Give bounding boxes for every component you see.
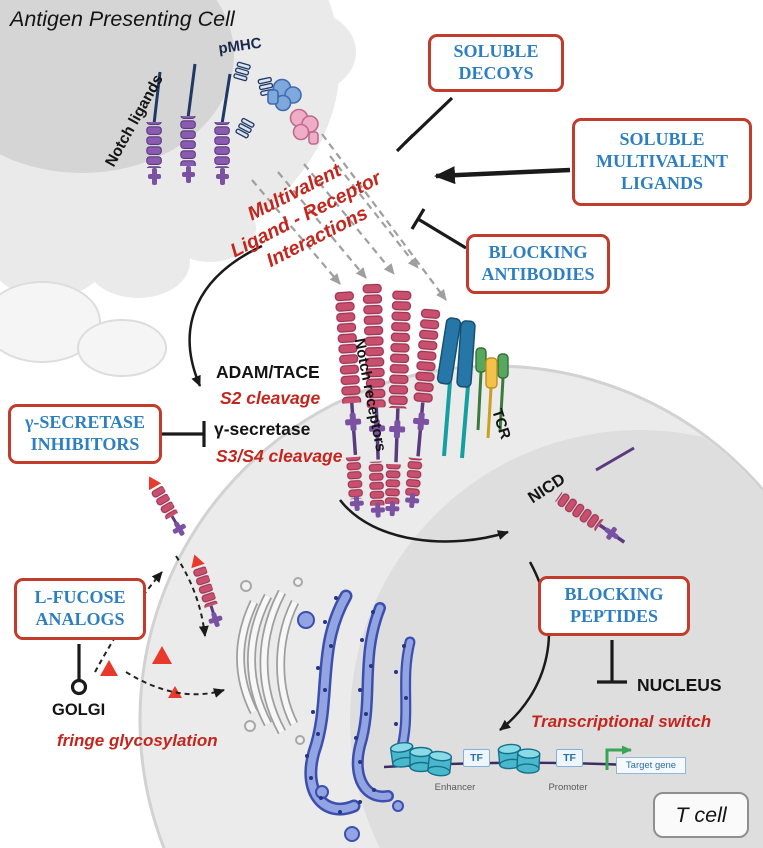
mhc-pink-cluster-icon <box>289 108 319 145</box>
apc-cell-label: Antigen Presenting Cell <box>10 7 235 31</box>
recycling-dashed-arrows <box>94 555 225 698</box>
nucleosome-icons <box>389 742 541 777</box>
multivalent-ligands-arrow <box>434 166 571 185</box>
fringe-glycosylation-label: fringe glycosylation <box>57 731 218 750</box>
blocking-peptides-box: BLOCKING PEPTIDES <box>538 576 690 636</box>
ribosome-dots <box>305 596 408 814</box>
recycling-notch-fragment-icons <box>149 476 223 628</box>
tf-enhancer-box: TF <box>463 749 490 767</box>
soluble-decoys-box: SOLUBLE DECOYS <box>428 34 564 92</box>
apc-cell-shape <box>0 0 356 377</box>
notch-receptor-icons <box>334 283 441 518</box>
golgi-label: GOLGI <box>52 701 106 719</box>
golgi-icon <box>236 577 305 745</box>
adam-tace-label: ADAM/TACE <box>216 362 320 382</box>
transcription-start-arrow <box>605 745 632 770</box>
nicd-release-arrow <box>339 499 509 543</box>
t-cell-label: T cell <box>653 792 749 838</box>
gamma-secretase-label: γ-secretase <box>214 419 311 439</box>
l-fucose-connector-circle <box>70 678 88 696</box>
promoter-label: Promoter <box>548 782 588 793</box>
tf-promoter-box: TF <box>556 749 583 767</box>
mhc-blue-cluster-icon <box>267 78 302 112</box>
transcription-switch-diagram <box>383 742 651 777</box>
notch-ligand-icons <box>146 63 232 185</box>
nicd-icon <box>554 446 635 544</box>
soluble-decoys-tee <box>395 96 454 153</box>
l-fucose-connector <box>70 644 88 696</box>
nucleus-label: NUCLEUS <box>637 675 722 695</box>
target-gene-box: Target gene <box>616 757 686 774</box>
blocking-peptides-tee <box>597 640 627 684</box>
soluble-multivalent-ligands-box: SOLUBLE MULTIVALENT LIGANDS <box>572 118 752 206</box>
gamma-secretase-inhibitors-box: γ-SECRETASE INHIBITORS <box>8 404 162 464</box>
pmhc-icons <box>233 61 319 145</box>
t-cell-nucleus-shape <box>350 430 763 848</box>
cleavage-arrow <box>188 244 263 387</box>
inhibition-tees <box>162 96 627 684</box>
gamma-secretase-inhibitors-tee <box>162 421 206 447</box>
s3-s4-cleavage-label: S3/S4 cleavage <box>216 446 343 466</box>
blocking-antibodies-box: BLOCKING ANTIBODIES <box>466 234 610 294</box>
blocking-antibodies-tee <box>410 208 467 250</box>
ligand-receptor-dashed-arrows <box>251 133 447 301</box>
tcr-icon <box>436 317 509 459</box>
transcriptional-switch-label: Transcriptional switch <box>531 712 712 731</box>
enhancer-label: Enhancer <box>434 782 476 793</box>
s2-cleavage-label: S2 cleavage <box>220 388 321 408</box>
l-fucose-analogs-box: L-FUCOSE ANALOGS <box>14 578 146 640</box>
fucose-triangle-icons <box>100 646 182 698</box>
er-icon <box>297 589 416 842</box>
